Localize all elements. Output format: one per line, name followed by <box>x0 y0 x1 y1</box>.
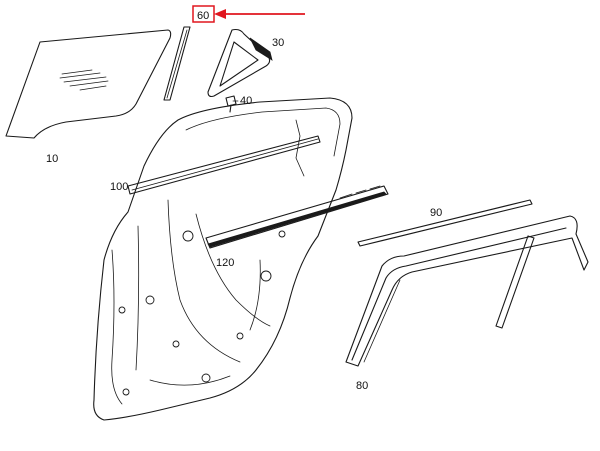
callout-10: 10 <box>46 153 58 165</box>
callout-60-arrow-head <box>214 9 226 19</box>
callout-100: 100 <box>110 181 128 193</box>
part-80-frame-molding <box>345 215 589 367</box>
callout-90-label: 90 <box>430 207 442 219</box>
callout-80-label: 80 <box>356 380 368 392</box>
part-40-clip <box>225 95 237 113</box>
callout-60-label: 60 <box>197 10 209 22</box>
callout-40-label: 40 <box>240 95 252 107</box>
callout-100-label: 100 <box>110 181 128 193</box>
part-90-seal-strip <box>357 199 533 247</box>
callout-40: 40 <box>232 95 252 107</box>
callout-60: 60 <box>192 5 305 23</box>
part-10-window-glass <box>5 29 172 139</box>
part-120-outer-belt <box>205 185 389 249</box>
part-100-belt-strip <box>127 135 321 195</box>
callout-30-label: 30 <box>272 37 284 49</box>
part-30-quarter-trim <box>207 28 273 98</box>
callout-30: 30 <box>272 37 284 49</box>
callout-10-label: 10 <box>46 153 58 165</box>
door-inner-panel <box>93 97 353 421</box>
callout-90: 90 <box>430 207 442 219</box>
callout-80: 80 <box>356 380 368 392</box>
callout-120-label: 120 <box>216 257 234 269</box>
callout-120: 120 <box>216 257 234 269</box>
part-60-channel-strip <box>163 26 191 101</box>
